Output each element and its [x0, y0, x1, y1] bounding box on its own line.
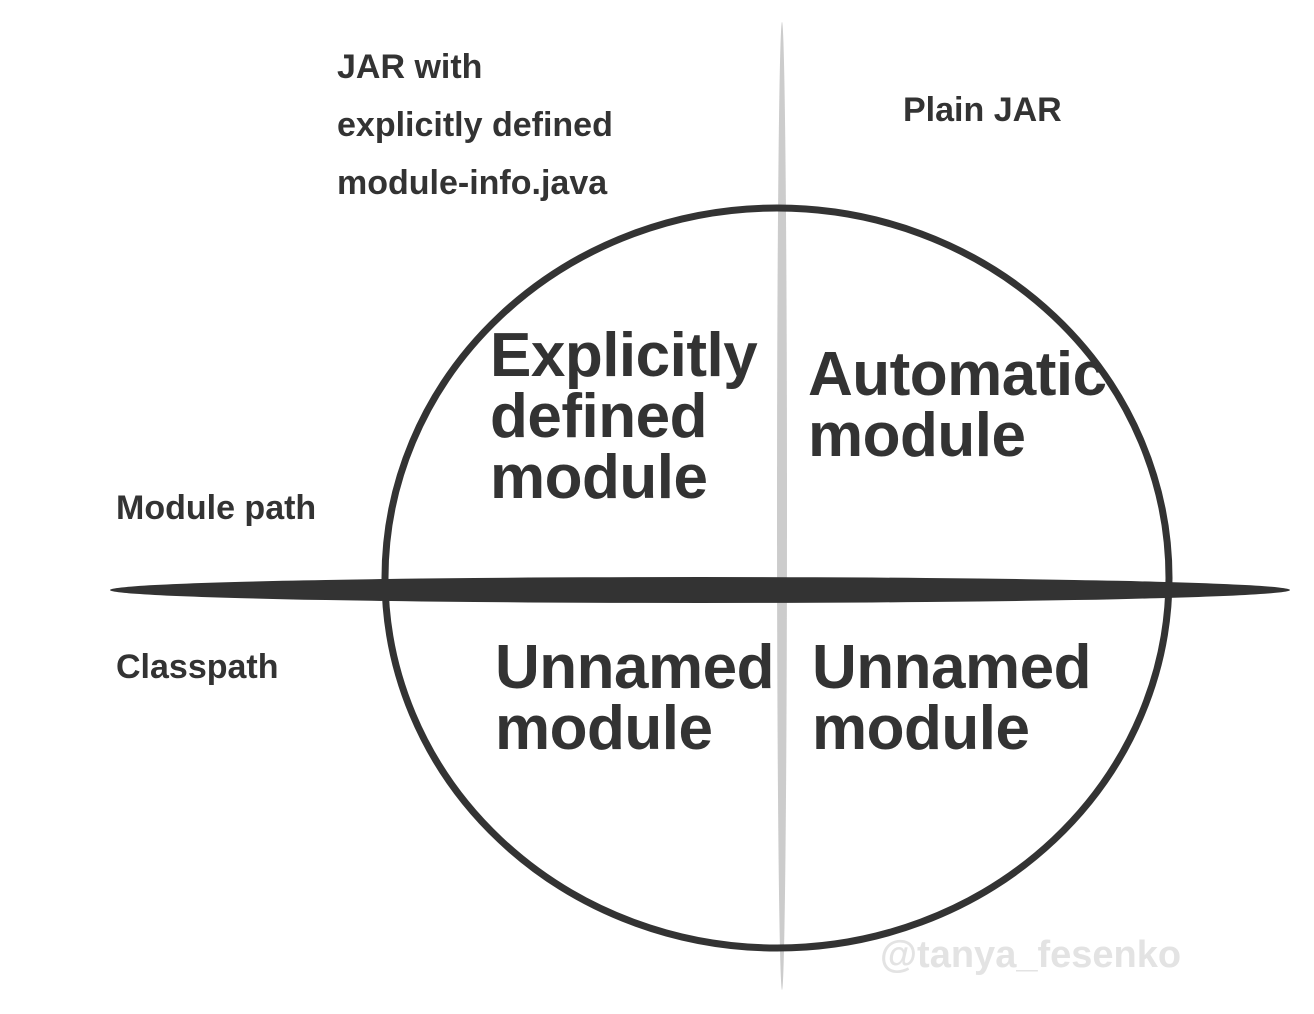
venn-circle	[381, 204, 1173, 952]
quadrant-explicitly-defined-module: Explicitly defined module	[490, 321, 758, 512]
quadrant-line: module	[495, 694, 713, 763]
label-plain-jar: Plain JAR	[903, 91, 1062, 129]
quadrant-automatic-module: Automatic module	[808, 340, 1107, 470]
quadrant-line: defined	[490, 382, 707, 451]
quadrant-line: Unnamed	[812, 633, 1091, 702]
watermark-credit: @tanya_fesenko	[880, 934, 1182, 976]
label-line: JAR with	[337, 48, 483, 86]
horizontal-axis-line	[110, 577, 1290, 603]
quadrant-unnamed-module-left: Unnamed module	[495, 633, 774, 763]
vertical-divider-line	[777, 22, 787, 990]
label-classpath: Classpath	[116, 648, 279, 686]
quadrant-line: Automatic	[808, 340, 1107, 409]
label-line: module-info.java	[337, 164, 608, 202]
quadrant-line: module	[812, 694, 1030, 763]
quadrant-unnamed-module-right: Unnamed module	[812, 633, 1091, 763]
label-jar-with-module-info: JAR with explicitly defined module-info.…	[337, 38, 613, 212]
label-module-path: Module path	[116, 489, 317, 527]
quadrant-line: Unnamed	[495, 633, 774, 702]
label-line: explicitly defined	[337, 106, 613, 144]
quadrant-line: module	[808, 401, 1026, 470]
quadrant-line: Explicitly	[490, 321, 758, 390]
quadrant-line: module	[490, 443, 708, 512]
